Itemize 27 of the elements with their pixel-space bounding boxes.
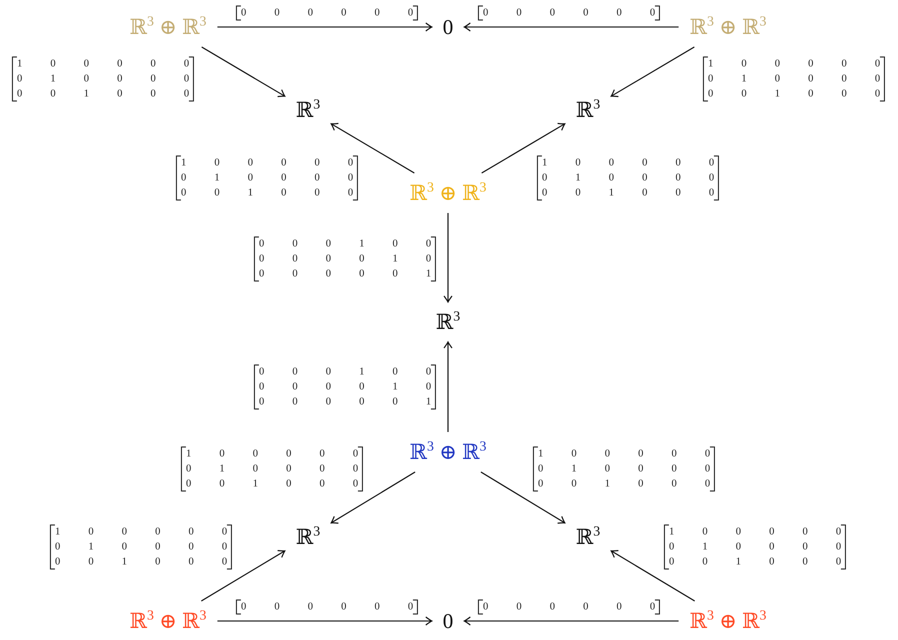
matrix-label: 1 0 0 0 0 0 0 1 0 0 0 0 0 0 1 0 0 0 [532, 446, 716, 492]
matrix-label: 1 0 0 0 0 0 0 1 0 0 0 0 0 0 1 0 0 0 [176, 156, 358, 200]
matrix-label: 1 0 0 0 0 0 0 1 0 0 0 0 0 0 1 0 0 0 [536, 156, 720, 200]
matrix-label: 1 0 0 0 0 0 0 1 0 0 0 0 0 0 1 0 0 0 [702, 56, 886, 102]
matrix-label: 0 0 0 0 0 0 [236, 6, 418, 20]
matrix-label: 0 0 0 0 0 0 [478, 6, 660, 20]
math-term: ℝ$^{3}$ ⊕ ℝ$^{3}$ [678, 7, 778, 47]
matrix-label: 0 0 0 0 0 0 [236, 600, 418, 614]
math-term: ℝ$^{3}$ ⊕ ℝ$^{3}$ [398, 432, 498, 472]
math-term: 0 [432, 7, 464, 47]
matrix-label: 0 0 0 0 0 0 [478, 600, 660, 614]
math-term: ℝ$^{3}$ [284, 517, 332, 557]
matrix-label: 1 0 0 0 0 0 0 1 0 0 0 0 0 0 1 0 0 0 [12, 56, 194, 102]
matrix-label: 1 0 0 0 0 0 0 1 0 0 0 0 0 0 1 0 0 0 [50, 524, 232, 570]
math-term: ℝ$^{3}$ [424, 302, 472, 342]
matrix-label: 1 0 0 0 0 0 0 1 0 0 0 0 0 0 1 0 0 0 [664, 524, 846, 570]
matrix-label: 1 0 0 0 0 0 0 1 0 0 0 0 0 0 1 0 0 0 [180, 446, 364, 492]
math-term: ℝ$^{3}$ ⊕ ℝ$^{3}$ [678, 601, 778, 640]
math-term: ℝ$^{3}$ ⊕ ℝ$^{3}$ [398, 173, 498, 213]
math-term: ℝ$^{3}$ [564, 90, 612, 130]
math-term: ℝ$^{3}$ [284, 90, 332, 130]
math-term: ℝ$^{3}$ [564, 517, 612, 557]
math-term: ℝ$^{3}$ ⊕ ℝ$^{3}$ [118, 7, 218, 47]
math-term: ℝ$^{3}$ ⊕ ℝ$^{3}$ [118, 601, 218, 640]
matrix-label: 0 0 0 1 0 0 0 0 0 0 1 0 0 0 0 0 0 1 [254, 364, 436, 410]
math-term: 0 [432, 601, 464, 640]
matrix-label: 0 0 0 1 0 0 0 0 0 0 1 0 0 0 0 0 0 1 [254, 236, 436, 282]
